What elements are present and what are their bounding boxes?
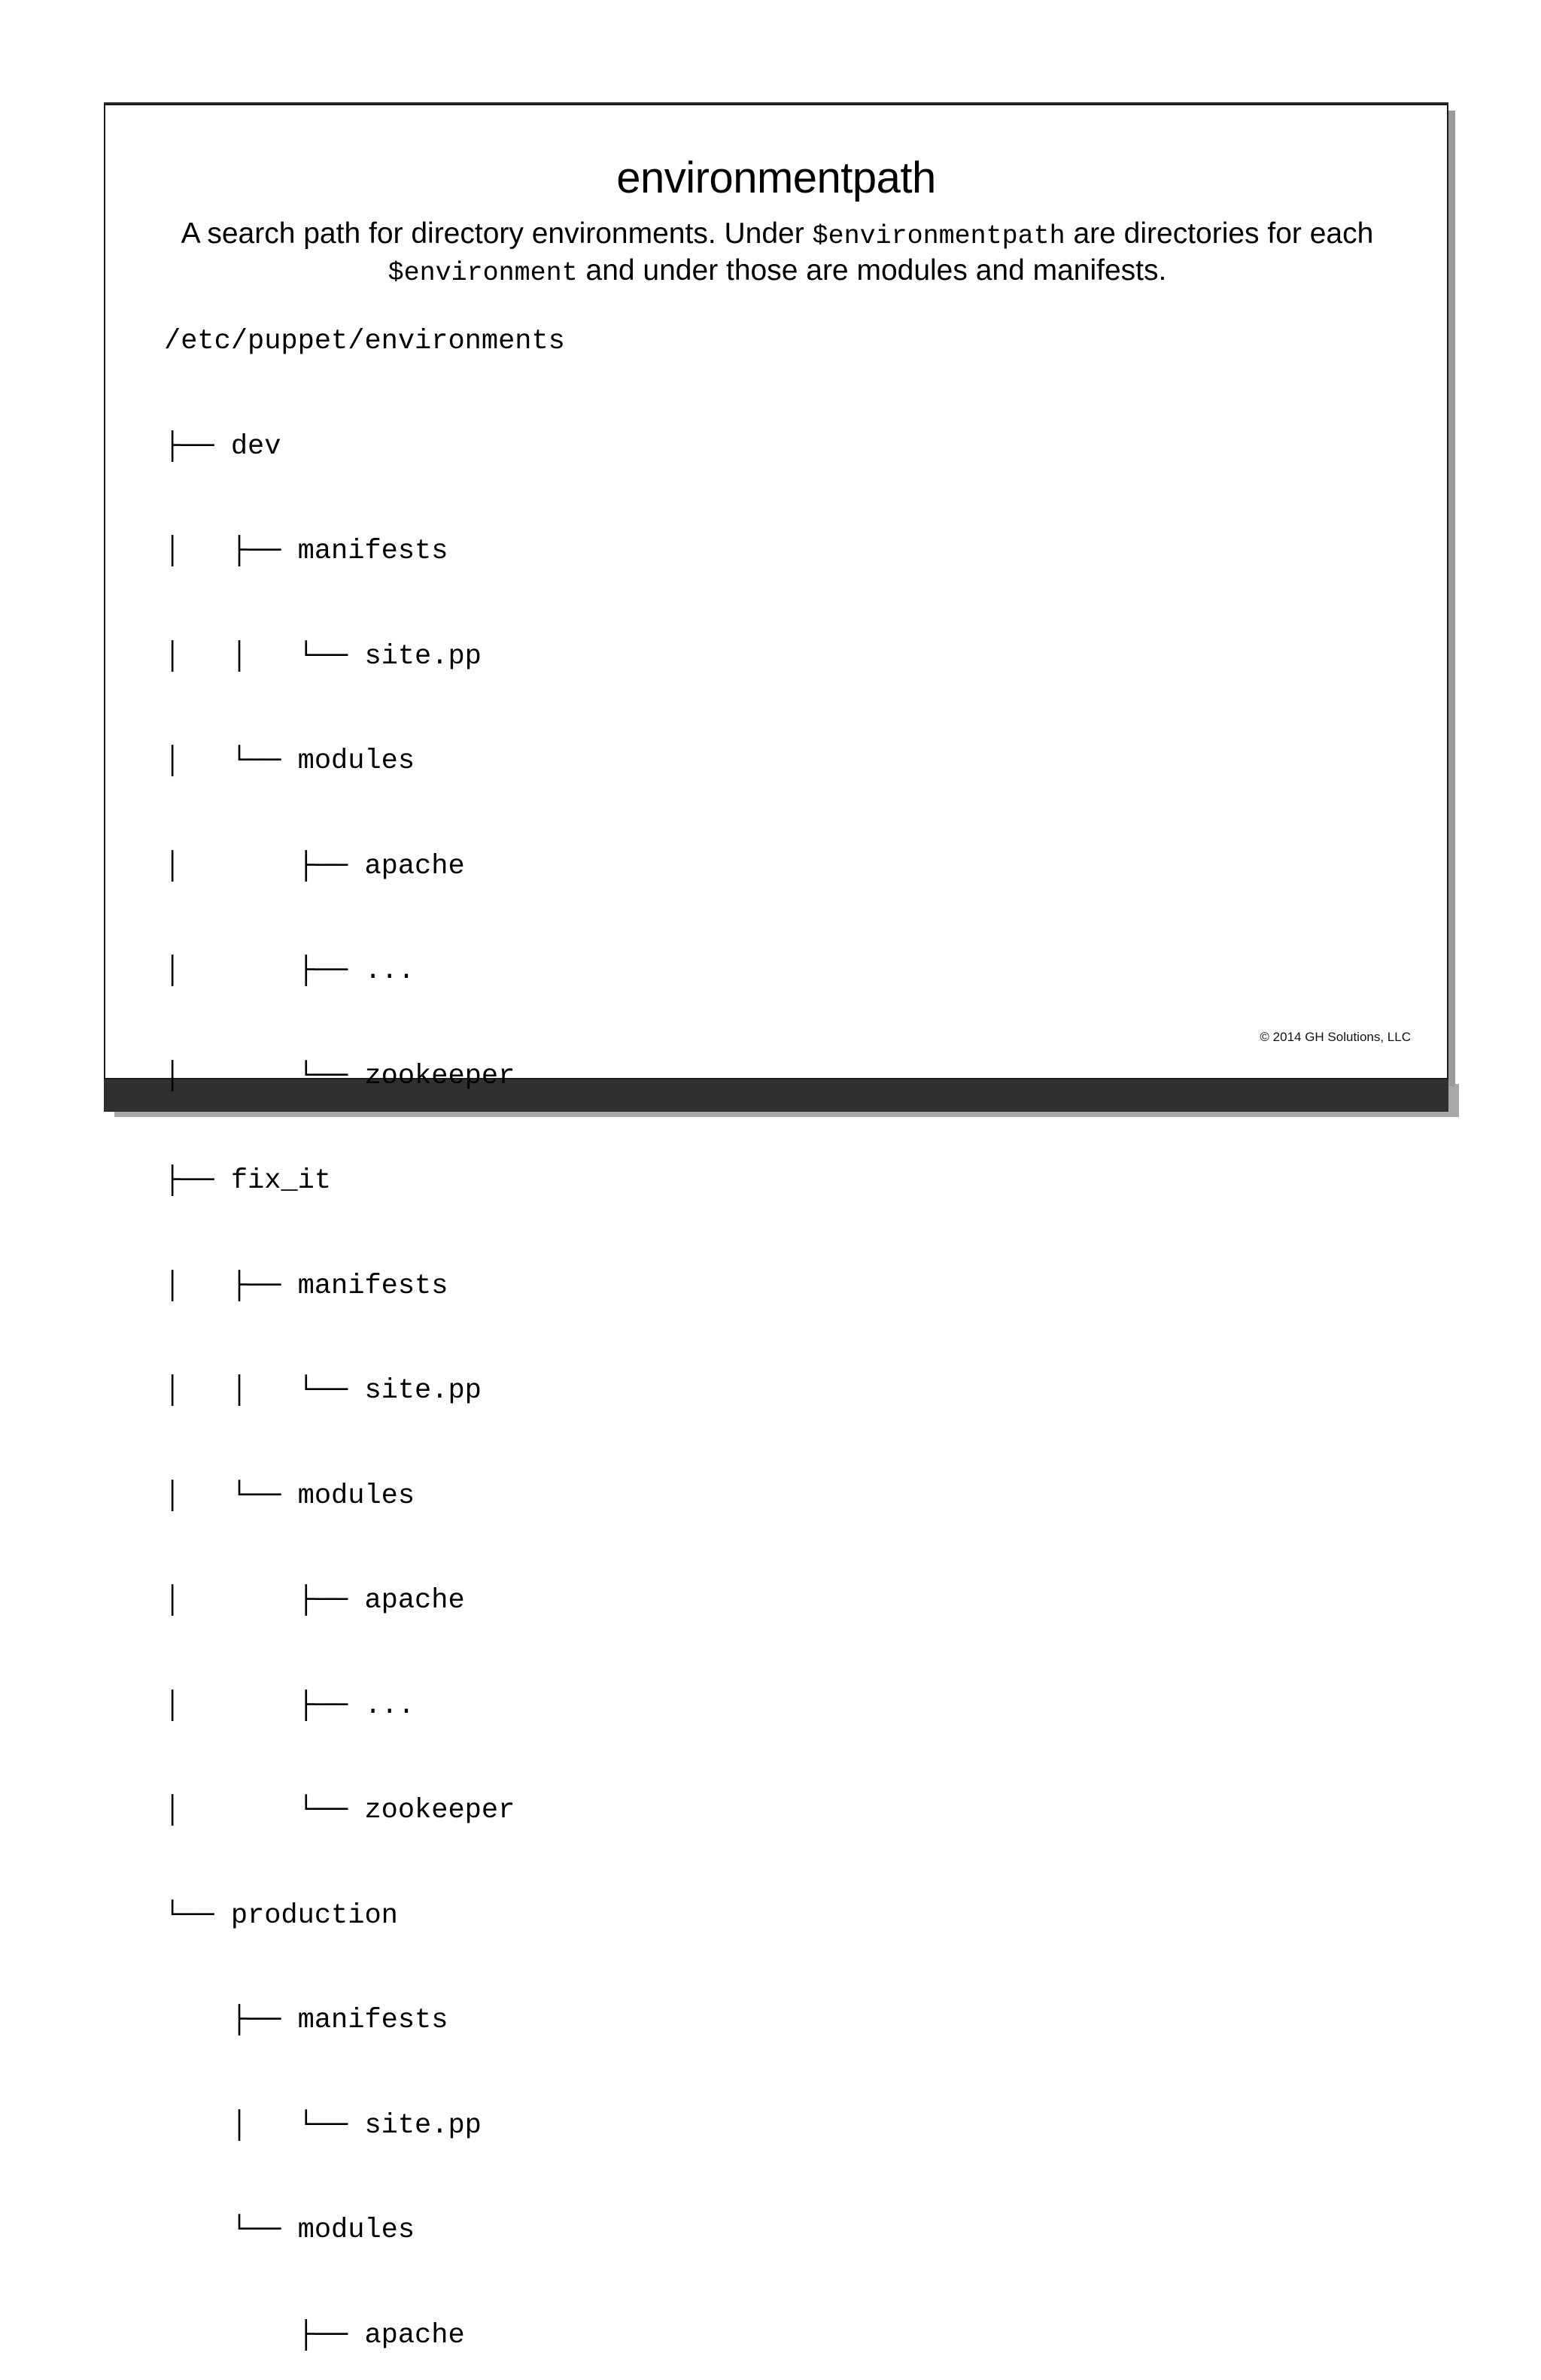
- slide-description: A search path for directory environments…: [119, 216, 1436, 289]
- tree-line: ├── manifests: [164, 2005, 448, 2036]
- slide-bottom-bar: [104, 1079, 1448, 1112]
- page-title: environmentpath: [616, 153, 936, 202]
- tree-line: │ └── modules: [164, 745, 415, 777]
- tree-line: │ └── modules: [164, 1480, 415, 1512]
- tree-line: └── production: [164, 1899, 398, 1932]
- tree-line: │ ├── manifests: [164, 1270, 448, 1302]
- tree-line: │ ├── apache: [164, 1585, 465, 1617]
- tree-line: │ └── zookeeper: [164, 1060, 515, 1092]
- directory-tree: /etc/puppet/environments ├── dev │ ├── m…: [164, 254, 565, 2380]
- presentation-slide: environmentpath A search path for direct…: [104, 104, 1448, 2351]
- tree-line: ├── fix_it: [164, 1165, 332, 1197]
- tree-line: │ └── site.pp: [164, 2109, 482, 2142]
- tree-line: /etc/puppet/environments: [164, 326, 565, 357]
- copyright-notice: © 2014 GH Solutions, LLC: [1260, 1030, 1411, 1044]
- tree-line: ├── dev: [164, 430, 281, 463]
- tree-line: ├── apache: [164, 2319, 465, 2351]
- tree-line: │ │ └── site.pp: [164, 640, 482, 672]
- description-text-part-3: and under those are modules and manifest…: [577, 253, 1167, 287]
- tree-line: │ └── zookeeper: [164, 1795, 515, 1826]
- tree-line: │ ├── apache: [164, 850, 465, 882]
- environmentpath-variable: $environmentpath: [812, 221, 1065, 251]
- tree-line: └── modules: [164, 2215, 415, 2246]
- description-text-part-1: A search path for directory environments…: [181, 217, 813, 250]
- tree-line: │ ├── manifests: [164, 536, 448, 567]
- description-text-part-2: are directories for each: [1065, 217, 1374, 250]
- tree-line: │ ├── ...: [164, 1689, 415, 1722]
- tree-line: │ ├── ...: [164, 955, 415, 987]
- environment-variable: $environment: [388, 257, 578, 288]
- tree-line: │ │ └── site.pp: [164, 1375, 482, 1407]
